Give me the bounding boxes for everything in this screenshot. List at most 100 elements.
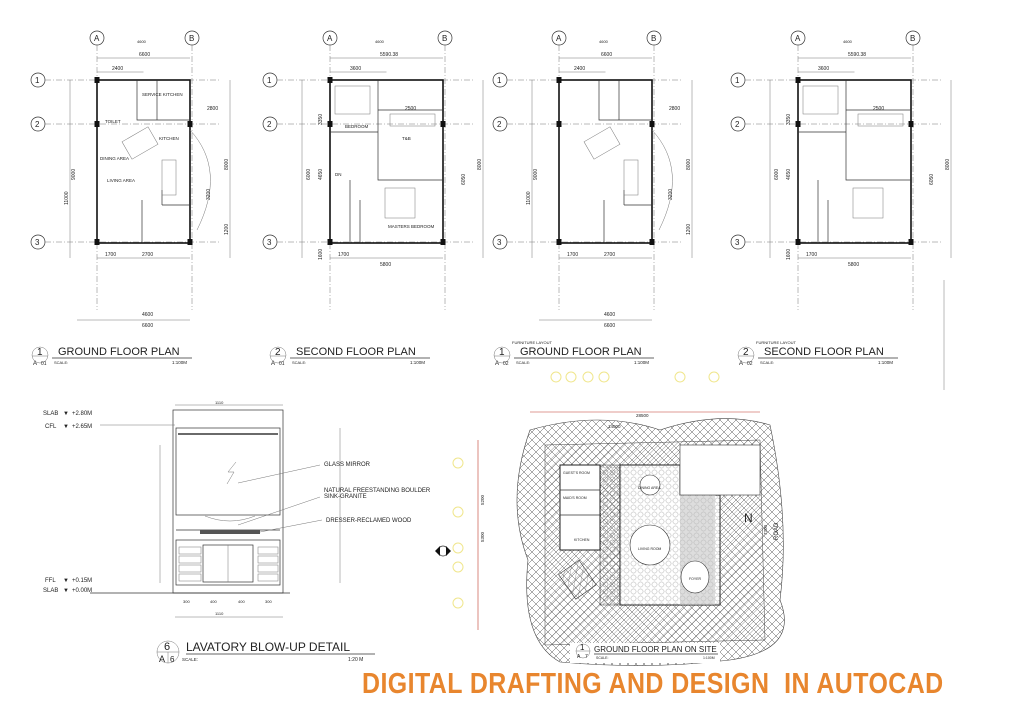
dim-label: 4600 (375, 39, 385, 44)
sofa (623, 159, 639, 196)
grid-label: 2 (35, 120, 40, 129)
detail-number: 6 (164, 641, 170, 653)
dim-label: 11000 (64, 191, 70, 205)
level-value: +2.80M (72, 411, 92, 417)
column (327, 121, 333, 127)
dim-label: 6600 (142, 323, 153, 329)
interior-wall (798, 80, 911, 243)
column (908, 239, 914, 245)
banner-title: DIGITAL DRAFTING AND DESIGN IN AUTOCAD (362, 668, 944, 700)
grid-label: 2 (267, 120, 272, 129)
column (908, 121, 914, 127)
grid-bubble (708, 371, 720, 383)
dim-label: 9000 (71, 169, 77, 180)
level-arrow-icon: ▼ (63, 424, 69, 430)
sheet-letter: A (159, 654, 165, 664)
note-sink: NATURAL FREESTANDING BOULDER (324, 488, 431, 494)
dim-label: 4600 (142, 312, 153, 318)
dim-label: 8000 (477, 159, 483, 170)
column (556, 77, 562, 83)
grid-label: B (651, 34, 656, 43)
dim-label: 6000 (774, 169, 780, 180)
grid-bubble (452, 542, 464, 554)
sheet-letter: A (495, 361, 499, 367)
scale-label: SCALE: (516, 360, 530, 365)
dim-label: 1200 (686, 224, 692, 235)
room-label: SERVICE KITCHEN (142, 92, 183, 97)
road-label: ROAD (774, 522, 780, 540)
room-label: LIVING AREA (107, 178, 135, 183)
grid-label: A (795, 34, 801, 43)
bed (802, 85, 839, 115)
drawing-number: 1 (37, 347, 43, 358)
level-arrow-icon: ▼ (63, 578, 69, 584)
column (795, 239, 801, 245)
grid-label: A (94, 34, 100, 43)
room-label: DINING AREA (638, 486, 661, 490)
room-label: LIVING ROOM (638, 547, 661, 551)
landscape-curve (189, 129, 211, 231)
room-label: BEDROOM (345, 124, 369, 129)
dim-label: 5590.38 (380, 52, 398, 58)
level-name: SLAB (43, 588, 58, 594)
section-marker (435, 545, 451, 557)
column (556, 121, 562, 127)
grid-label: 1 (267, 76, 272, 85)
dim-label: 3200 (668, 189, 674, 200)
column (440, 121, 446, 127)
title-bubble (269, 346, 287, 364)
grid-bubble (598, 371, 610, 383)
grid-label: A (556, 34, 562, 43)
column (94, 121, 100, 127)
drawing-title: SECOND FLOOR PLAN (296, 346, 416, 358)
dim-label: 300 (183, 599, 190, 604)
note-dresser: DRESSER-RECLAMED WOOD (326, 518, 412, 524)
drawing-number: 1 (499, 347, 505, 358)
column (327, 77, 333, 83)
grid-label: 2 (497, 120, 502, 129)
dining-table (583, 126, 621, 160)
drawing-subtitle: FURNITURE LAYOUT (512, 340, 552, 345)
grid-label: B (910, 34, 915, 43)
grid-label: B (442, 34, 447, 43)
drawing-subtitle: FURNITURE LAYOUT (756, 340, 796, 345)
sheet-letter: A (739, 361, 743, 367)
dim-label: 14000 (608, 424, 621, 429)
level-name: CFL (45, 424, 57, 430)
grid-label: 3 (735, 238, 740, 247)
grid-label: 3 (267, 238, 272, 247)
scale-value: 1:100M (410, 360, 425, 365)
dim-label: 6050 (929, 174, 935, 185)
level-name: SLAB (43, 411, 58, 417)
dim-label: 28500 (636, 413, 649, 418)
column (187, 121, 193, 127)
room-label: MAID'S ROOM (563, 496, 587, 500)
lavatory-title-block: 6 A 6 LAVATORY BLOW-UP DETAIL SCALE: 1:2… (156, 640, 375, 664)
scale-value: 1:100M (172, 360, 187, 365)
dim-label: 4600 (843, 39, 853, 44)
detail-title: LAVATORY BLOW-UP DETAIL (186, 640, 350, 654)
room-label: KITCHEN (159, 136, 179, 141)
room-label: KITCHEN (574, 538, 590, 542)
sheet-number: 7 (585, 654, 588, 660)
dim-label: 5200 (480, 494, 485, 505)
column (94, 239, 100, 245)
site-plan: 28500 14000 GUEST'S ROOM MAID'S ROOM KIT… (435, 371, 785, 666)
dim-label: 11000 (526, 191, 532, 205)
dim-label: 8000 (686, 159, 692, 170)
dim-label: 1110 (215, 400, 224, 405)
room-label: GUEST'S ROOM (563, 471, 590, 475)
dim-label: 2500 (873, 106, 884, 112)
sheet-number: 01 (41, 361, 47, 367)
bed (334, 85, 371, 115)
scale-value: 1:100M (878, 360, 893, 365)
room-label: MASTERS BEDROOM (388, 224, 435, 229)
site-grid-bubbles (452, 371, 720, 609)
